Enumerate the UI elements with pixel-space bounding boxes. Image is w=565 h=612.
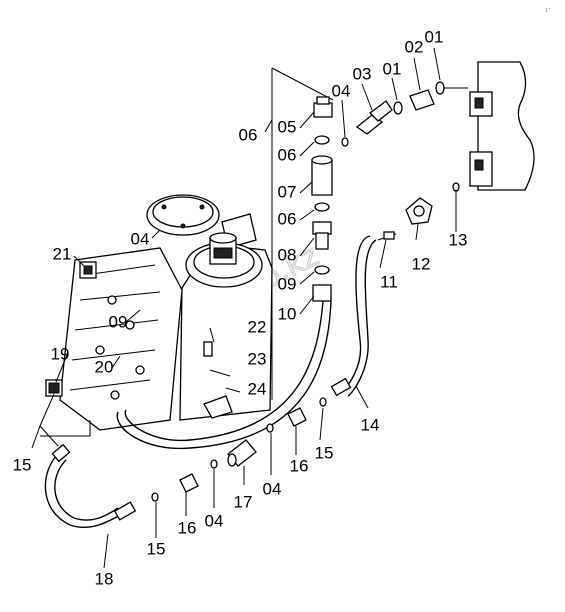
label-04-b: 04 <box>131 229 150 248</box>
label-08: 08 <box>278 245 297 264</box>
label-18: 18 <box>95 569 114 588</box>
label-04-c: 04 <box>263 479 282 498</box>
label-19: 19 <box>51 344 70 363</box>
label-04-a: 04 <box>332 81 351 100</box>
label-15-a: 15 <box>315 443 334 462</box>
label-10: 10 <box>278 304 297 323</box>
label-07: 07 <box>278 182 297 201</box>
label-03: 03 <box>353 64 372 83</box>
lower-fittings <box>151 397 327 502</box>
label-16-b: 16 <box>178 518 197 537</box>
label-21: 21 <box>53 244 72 263</box>
label-13: 13 <box>449 230 468 249</box>
label-24: 24 <box>248 379 267 398</box>
flange-parts <box>377 182 460 241</box>
corner-mark: 1" <box>545 8 551 14</box>
label-06-a: 06 <box>239 125 258 144</box>
hose-14 <box>116 235 377 450</box>
label-16-a: 16 <box>290 456 309 475</box>
label-01-a: 01 <box>383 59 402 78</box>
label-04-d: 04 <box>205 511 224 530</box>
fitting-stack <box>311 96 333 302</box>
label-05: 05 <box>278 117 297 136</box>
leader-lines <box>31 47 457 569</box>
label-06-b: 06 <box>278 145 297 164</box>
pipe-parts <box>341 81 445 147</box>
label-01-b: 01 <box>425 27 444 46</box>
part-labels: 01 01 02 03 04 04 04 04 05 06 06 06 07 0… <box>13 27 468 588</box>
label-23: 23 <box>248 349 267 368</box>
label-12: 12 <box>412 254 431 273</box>
label-09-b: 09 <box>109 312 128 331</box>
hose-18 <box>44 443 137 529</box>
mounting-bracket <box>469 61 535 191</box>
label-17: 17 <box>234 492 253 511</box>
label-22: 22 <box>248 317 267 336</box>
label-11: 11 <box>380 272 398 291</box>
label-02: 02 <box>405 37 424 56</box>
tank-housing <box>146 194 273 421</box>
label-09-a: 09 <box>278 274 297 293</box>
label-14: 14 <box>361 415 380 434</box>
valve-block <box>45 247 233 431</box>
label-15-c: 15 <box>13 455 32 474</box>
label-20: 20 <box>95 357 114 376</box>
label-06-c: 06 <box>278 209 297 228</box>
label-15-b: 15 <box>147 539 166 558</box>
